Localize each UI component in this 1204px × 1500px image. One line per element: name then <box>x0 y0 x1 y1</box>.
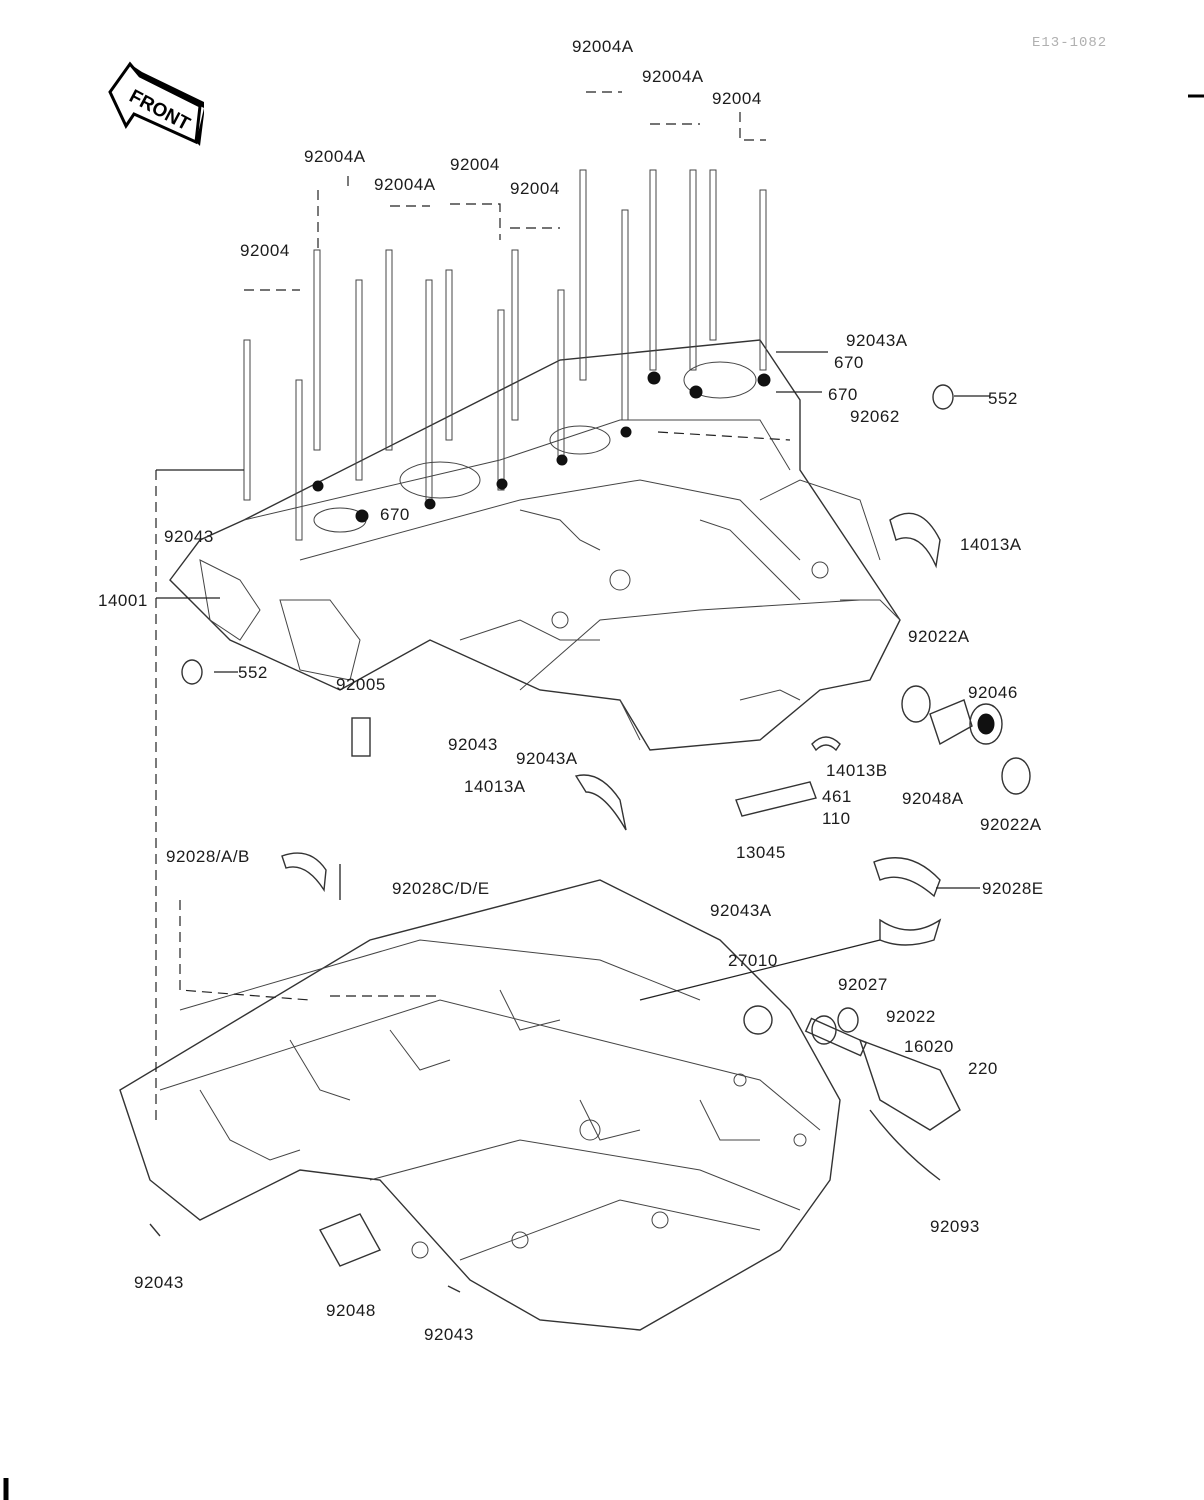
label-92043: 92043 <box>164 527 214 546</box>
label-110: 110 <box>822 809 851 828</box>
part-labels: 92004A 92004A 92004 92004A 92004 92004A … <box>98 37 1044 1344</box>
label-92043: 92043 <box>448 735 498 754</box>
ref-code: E13-1082 <box>1032 35 1107 51</box>
label-14001: 14001 <box>98 591 148 610</box>
label-16020: 16020 <box>904 1037 954 1056</box>
label-92028-C-D-E: 92028C/D/E <box>392 879 490 898</box>
label-92028-A-B: 92028/A/B <box>166 847 250 866</box>
leader-lines <box>155 91 990 1120</box>
misc-parts <box>149 384 1031 1293</box>
label-461: 461 <box>822 787 852 806</box>
label-92004: 92004 <box>712 89 762 108</box>
label-92062: 92062 <box>850 407 900 426</box>
label-670: 670 <box>828 385 858 404</box>
label-92004: 92004 <box>510 179 560 198</box>
lower-crankcase <box>119 879 841 1331</box>
label-92022A: 92022A <box>908 627 970 646</box>
label-14013A: 14013A <box>960 535 1022 554</box>
label-220: 220 <box>968 1059 998 1078</box>
label-92005: 92005 <box>336 675 386 694</box>
label-552: 552 <box>988 389 1018 408</box>
label-92004: 92004 <box>450 155 500 174</box>
label-14013A: 14013A <box>464 777 526 796</box>
label-92043A: 92043A <box>516 749 578 768</box>
label-92022A: 92022A <box>980 815 1042 834</box>
label-14013B: 14013B <box>826 761 888 780</box>
upper-crankcase <box>169 339 901 751</box>
label-92043: 92043 <box>424 1325 474 1344</box>
label-92004A: 92004A <box>642 67 704 86</box>
label-92004A: 92004A <box>374 175 436 194</box>
nuts-washers <box>312 371 771 523</box>
front-arrow-icon: FRONT <box>108 61 204 146</box>
label-92004A: 92004A <box>572 37 634 56</box>
label-92048A: 92048A <box>902 789 964 808</box>
label-670: 670 <box>834 353 864 372</box>
label-92093: 92093 <box>930 1217 980 1236</box>
label-552: 552 <box>238 663 268 682</box>
label-92027: 92027 <box>838 975 888 994</box>
stud-bolts <box>243 169 767 541</box>
bearing-shells <box>281 512 942 946</box>
label-92043A: 92043A <box>846 331 908 350</box>
label-92004A: 92004A <box>304 147 366 166</box>
label-92048: 92048 <box>326 1301 376 1320</box>
label-92022: 92022 <box>886 1007 936 1026</box>
label-92028E: 92028E <box>982 879 1044 898</box>
label-13045: 13045 <box>736 843 786 862</box>
label-92043A: 92043A <box>710 901 772 920</box>
label-27010: 27010 <box>728 951 778 970</box>
label-92046: 92046 <box>968 683 1018 702</box>
label-670: 670 <box>380 505 410 524</box>
label-92043: 92043 <box>134 1273 184 1292</box>
label-92004: 92004 <box>240 241 290 260</box>
